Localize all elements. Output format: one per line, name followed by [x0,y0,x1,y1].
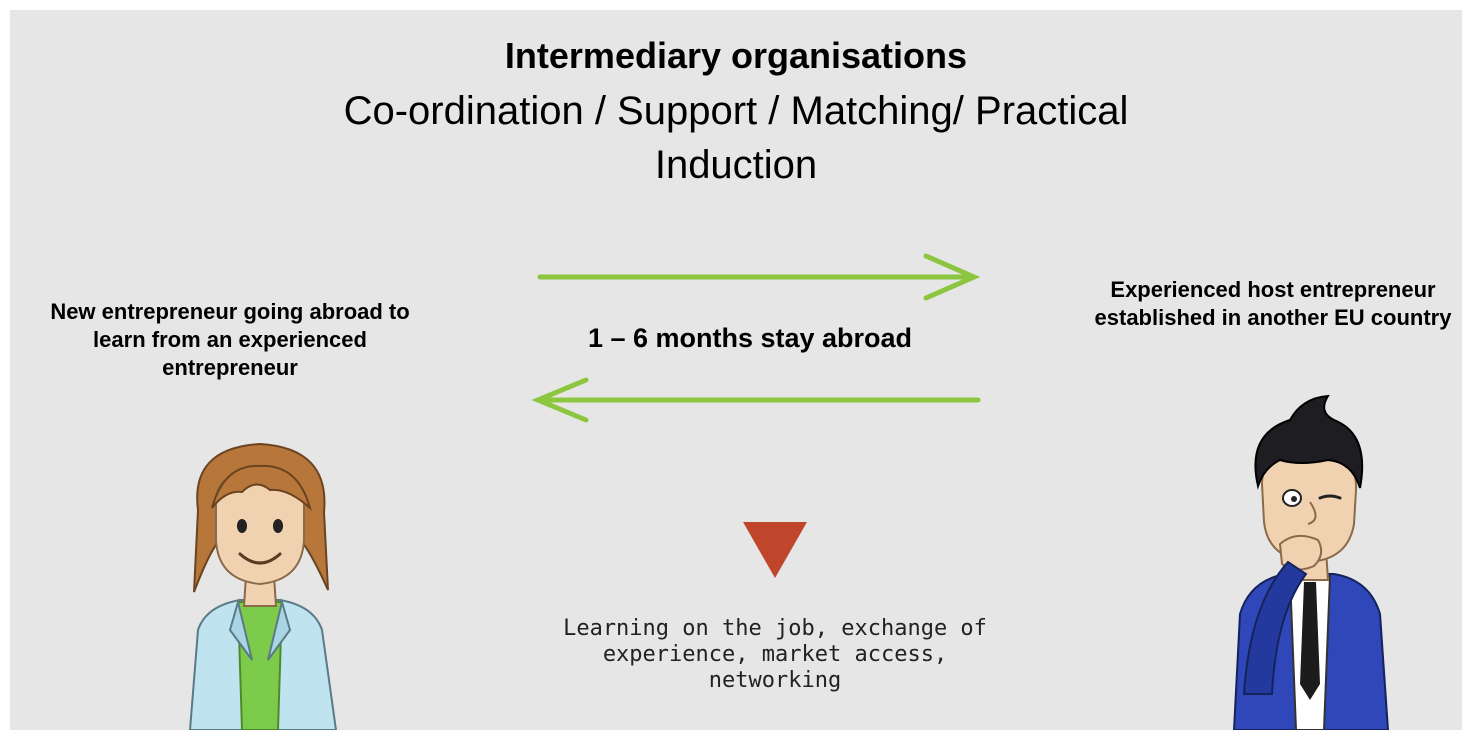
thinking-businessman-icon [1232,394,1390,730]
young-entrepreneur-icon [188,442,338,730]
arrow-left-icon [531,377,981,423]
diagram-title: Intermediary organisations [504,35,968,76]
diagram-canvas: Intermediary organisations Co-ordination… [10,10,1462,730]
outcome-label: Learning on the job, exchange of experie… [563,616,987,693]
left-party-label: New entrepreneur going abroad to learn f… [50,299,410,380]
exchange-arrows [531,253,981,423]
down-triangle-icon [743,522,807,578]
diagram-subtitle: Co-ordination / Support / Matching/ Prac… [343,89,1129,187]
exchange-label: 1 – 6 months stay abroad [587,323,913,353]
arrow-right-icon [537,253,981,301]
right-party-label: Experienced host entrepreneur establishe… [1094,277,1452,330]
